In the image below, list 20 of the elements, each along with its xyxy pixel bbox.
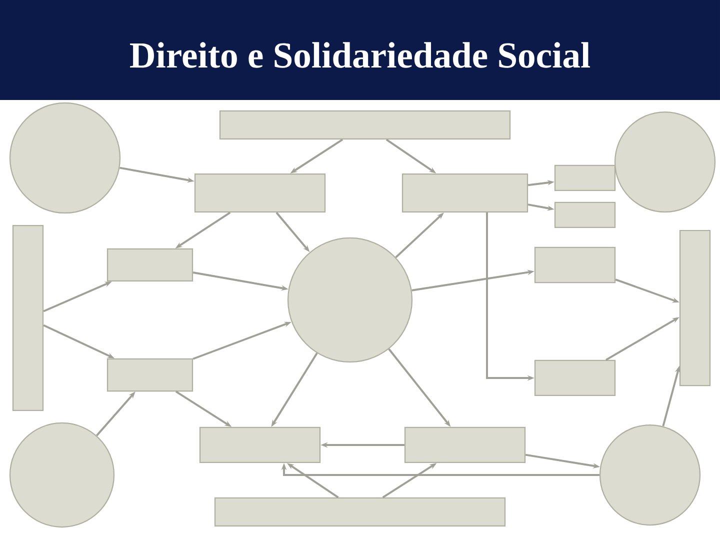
process-box [106,358,194,392]
process-box [404,426,526,464]
process-box [194,173,326,213]
process-box [534,246,616,284]
process-box [219,110,511,140]
circle-node [9,102,121,214]
title: Direito e Solidariedade Social [130,42,590,68]
process-box [554,202,616,228]
vertical-bar [12,224,44,412]
process-box [214,497,506,527]
process-box [199,426,321,464]
vertical-bar [679,230,711,386]
circle-node [614,111,716,213]
process-box [402,173,528,213]
circle-node [287,237,413,363]
process-box [554,164,616,192]
circle-node [599,424,701,526]
circle-node [9,422,115,528]
process-box [534,360,616,396]
process-box [106,248,194,282]
